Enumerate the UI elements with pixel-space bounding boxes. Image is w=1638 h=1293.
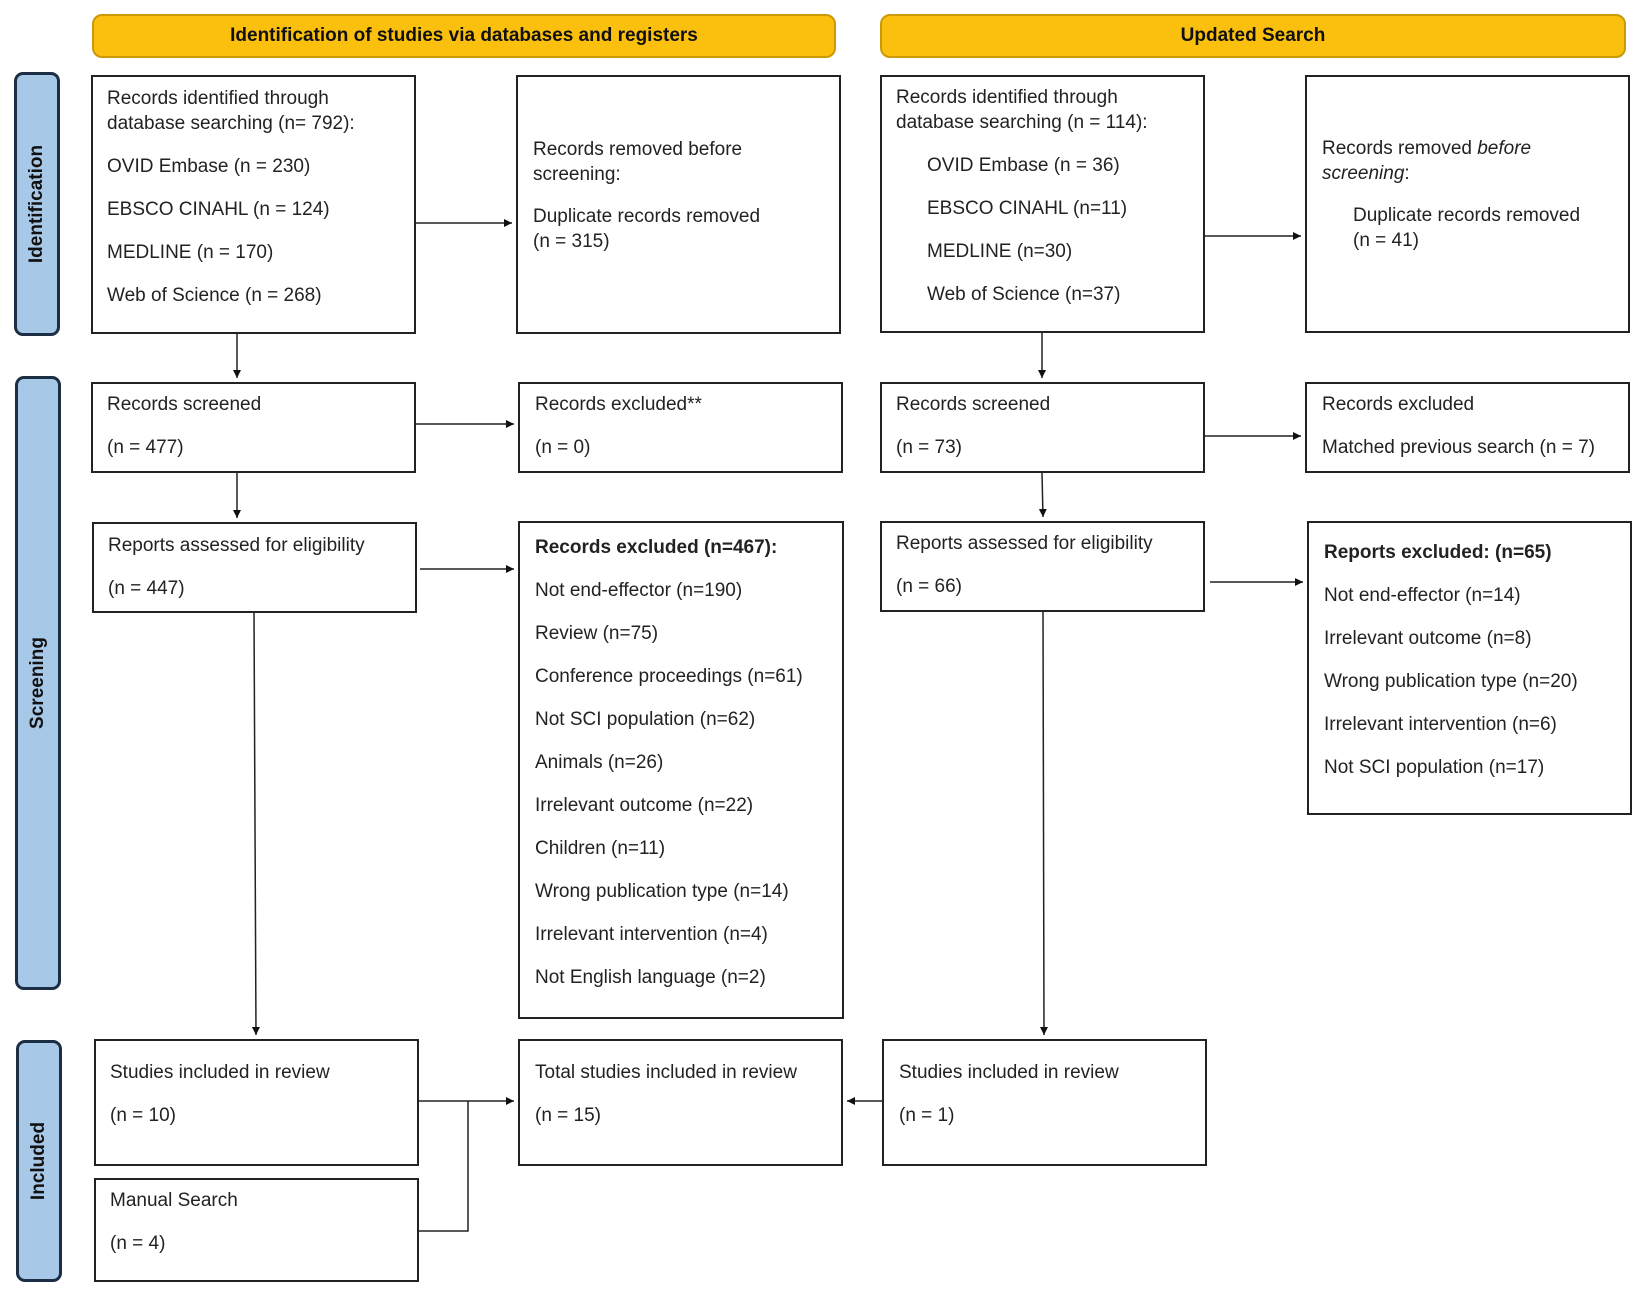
left-included-count: (n = 10) [110, 1105, 177, 1126]
left-removed-line1: Records removed before [533, 139, 743, 160]
left-source-cinahl: EBSCO CINAHL (n = 124) [107, 199, 330, 220]
arrow-right-assessed-to-included [1039, 611, 1048, 1036]
right-reason: Irrelevant intervention (n=6) [1324, 714, 1557, 735]
left-identified-line1: Records identified through [107, 88, 329, 109]
right-reason: Wrong publication type (n=20) [1324, 671, 1578, 692]
left-reports-assessed-box: Reports assessed for eligibility (n = 44… [92, 522, 417, 613]
right-reason: Irrelevant outcome (n=8) [1324, 628, 1532, 649]
left-removed-line2: screening: [533, 164, 621, 185]
right-included-count: (n = 1) [899, 1105, 955, 1126]
arrow-left-assessed-to-included [251, 612, 260, 1036]
right-assessed-label: Reports assessed for eligibility [896, 533, 1153, 554]
right-source-embase: OVID Embase (n = 36) [927, 155, 1120, 176]
total-studies-count: (n = 15) [535, 1105, 602, 1126]
total-studies-box: Total studies included in review (n = 15… [518, 1039, 843, 1166]
right-reports-assessed-box: Reports assessed for eligibility (n = 66… [880, 521, 1205, 612]
left-screened-count: (n = 477) [107, 437, 184, 458]
right-identified-line2: database searching (n = 114): [896, 112, 1148, 133]
left-source-wos: Web of Science (n = 268) [107, 285, 322, 306]
left-excluded-count: (n = 0) [535, 437, 591, 458]
right-eligibility-excluded-title: Reports excluded: (n=65) [1324, 542, 1552, 563]
left-excluded-label: Records excluded** [535, 394, 702, 415]
left-reason: Animals (n=26) [535, 752, 664, 773]
header-left: Identification of studies via databases … [92, 14, 836, 58]
right-reason: Not SCI population (n=17) [1324, 757, 1545, 778]
connector-manual-search-merge [419, 1101, 469, 1232]
right-removed-line2-a: screening [1322, 163, 1405, 184]
right-removed-line2: screening: [1322, 161, 1410, 186]
right-records-removed-box: Records removed before screening: Duplic… [1305, 75, 1630, 333]
left-removed-count: (n = 315) [533, 231, 610, 252]
left-reason: Children (n=11) [535, 838, 666, 859]
right-removed-count: (n = 41) [1353, 230, 1420, 251]
left-eligibility-excluded-title: Records excluded (n=467): [535, 537, 778, 558]
phase-identification: Identification [14, 72, 60, 336]
right-source-wos: Web of Science (n=37) [927, 284, 1121, 305]
total-studies-label: Total studies included in review [535, 1062, 797, 1083]
right-reason: Not end-effector (n=14) [1324, 585, 1521, 606]
right-removed-line1-a: Records removed [1322, 138, 1478, 159]
left-reason: Review (n=75) [535, 623, 659, 644]
left-assessed-label: Reports assessed for eligibility [108, 535, 365, 556]
left-source-embase: OVID Embase (n = 230) [107, 156, 311, 177]
right-removed-line3: Duplicate records removed [1353, 205, 1581, 226]
left-reason: Conference proceedings (n=61) [535, 666, 803, 687]
header-right: Updated Search [880, 14, 1626, 58]
left-included-label: Studies included in review [110, 1062, 330, 1083]
right-removed-line1-b: before [1477, 138, 1532, 159]
right-source-cinahl: EBSCO CINAHL (n=11) [927, 198, 1128, 219]
left-records-identified-box: Records identified through database sear… [91, 75, 416, 334]
phase-included: Included [16, 1040, 62, 1282]
manual-search-count: (n = 4) [110, 1233, 166, 1254]
arrow-right-screened-to-assessed [1038, 472, 1047, 518]
left-screened-label: Records screened [107, 394, 262, 415]
phase-screening: Screening [15, 376, 61, 990]
left-eligibility-excluded-box: Records excluded (n=467): Not end-effect… [518, 521, 844, 1019]
right-eligibility-excluded-box: Reports excluded: (n=65) Not end-effecto… [1307, 521, 1632, 815]
manual-search-label: Manual Search [110, 1190, 238, 1211]
manual-search-box: Manual Search (n = 4) [94, 1178, 419, 1282]
left-records-removed-box: Records removed before screening: Duplic… [516, 75, 841, 334]
left-reason: Not SCI population (n=62) [535, 709, 756, 730]
right-included-label: Studies included in review [899, 1062, 1119, 1083]
left-source-medline: MEDLINE (n = 170) [107, 242, 274, 263]
left-removed-line3: Duplicate records removed [533, 206, 761, 227]
left-identified-line2: database searching (n= 792): [107, 113, 355, 134]
right-excluded-label: Records excluded [1322, 394, 1475, 415]
left-reason: Wrong publication type (n=14) [535, 881, 789, 902]
left-records-screened-box: Records screened (n = 477) [91, 382, 416, 473]
right-records-identified-box: Records identified through database sear… [880, 75, 1205, 333]
right-removed-line1: Records removed before [1322, 136, 1531, 161]
right-excluded-count: Matched previous search (n = 7) [1322, 437, 1595, 458]
right-records-excluded-box: Records excluded Matched previous search… [1305, 382, 1630, 473]
right-studies-included-box: Studies included in review (n = 1) [882, 1039, 1207, 1166]
right-source-medline: MEDLINE (n=30) [927, 241, 1073, 262]
left-reason: Irrelevant outcome (n=22) [535, 795, 754, 816]
right-screened-count: (n = 73) [896, 437, 963, 458]
right-records-screened-box: Records screened (n = 73) [880, 382, 1205, 473]
left-reason: Not end-effector (n=190) [535, 580, 743, 601]
right-assessed-count: (n = 66) [896, 576, 963, 597]
left-assessed-count: (n = 447) [108, 578, 185, 599]
right-removed-line2-b: : [1404, 163, 1410, 184]
right-screened-label: Records screened [896, 394, 1051, 415]
left-records-excluded-box: Records excluded** (n = 0) [518, 382, 843, 473]
right-identified-line1: Records identified through [896, 87, 1118, 108]
left-studies-included-box: Studies included in review (n = 10) [94, 1039, 419, 1166]
left-reason: Irrelevant intervention (n=4) [535, 924, 768, 945]
left-reason: Not English language (n=2) [535, 967, 766, 988]
